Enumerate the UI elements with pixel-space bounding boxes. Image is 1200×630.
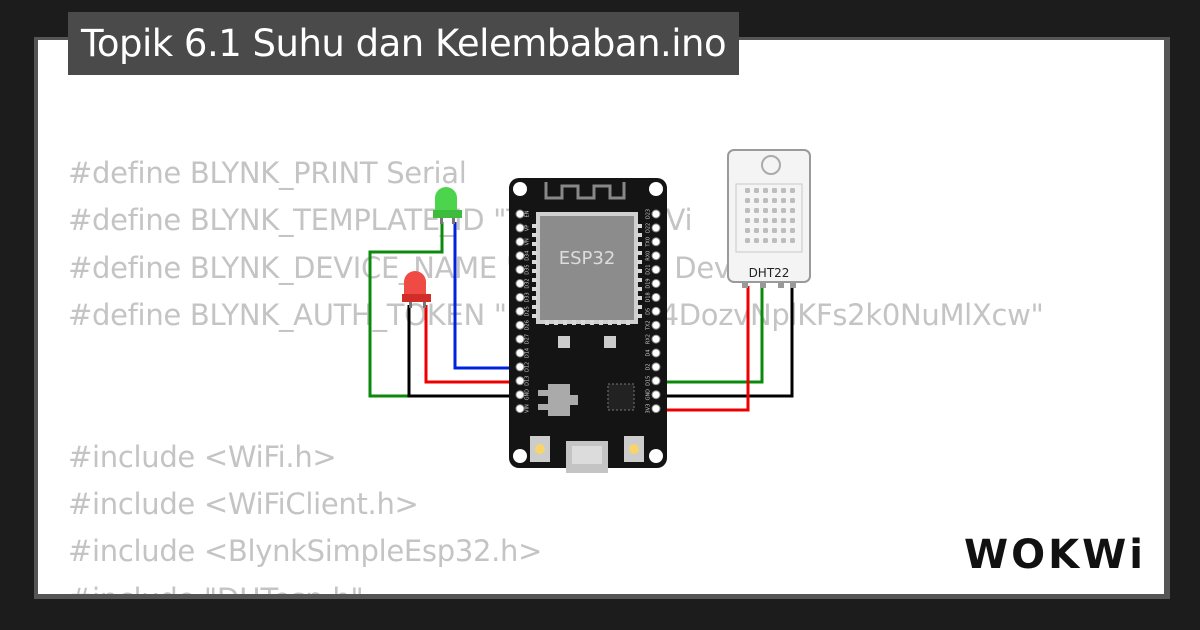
pin-left — [515, 251, 525, 261]
pin-label-right: D5 — [646, 308, 652, 315]
pin-label-left: VP — [525, 225, 531, 231]
pin-left — [515, 320, 525, 330]
project-title: Topik 6.1 Suhu dan Kelembaban.ino — [68, 12, 740, 75]
pin-label-right: D19 — [646, 278, 652, 288]
pin-left — [515, 209, 525, 219]
pin-left — [515, 306, 525, 316]
pin-left — [515, 362, 525, 372]
pin-right — [651, 209, 661, 219]
pin-label-right: 3V3 — [646, 404, 652, 414]
pin-right — [651, 390, 661, 400]
pin-label-right: D2 — [646, 363, 652, 370]
wire-black-led — [407, 305, 520, 398]
pin-right — [651, 265, 661, 275]
pin-label-left: D25 — [525, 306, 531, 316]
sensor-label: DHT22 — [749, 266, 790, 280]
pin-label-left: VIN — [525, 404, 531, 413]
project-card[interactable]: #define BLYNK_PRINT Serial#define BLYNK_… — [38, 40, 1164, 594]
pin-right — [651, 334, 661, 344]
dht22-sensor: DHT22 — [727, 149, 811, 288]
pin-right — [651, 404, 661, 414]
pin-label-right: D15 — [646, 376, 652, 386]
led-red — [402, 271, 431, 308]
circuit-diagram: ESP32 ENVPVND34D35D32D33D25D26D27D14D12D… — [368, 149, 811, 473]
pin-left — [515, 404, 525, 414]
pin-label-left: GND — [525, 389, 531, 401]
wire-dht-data — [660, 286, 764, 384]
pin-label-right: RX2 — [646, 334, 652, 344]
pin-left — [515, 348, 525, 358]
pin-label-right: D22 — [646, 223, 652, 233]
pin-right — [651, 320, 661, 330]
pin-label-left: D12 — [525, 362, 531, 372]
pin-label-left: D32 — [525, 278, 531, 288]
code-line: #include <WiFiClient.h> — [68, 487, 419, 522]
pin-right — [651, 362, 661, 372]
pin-label-right: D23 — [646, 209, 652, 219]
led-green — [433, 187, 462, 224]
pin-label-right: D18 — [646, 292, 652, 302]
pin-label-left: D26 — [525, 320, 531, 330]
pin-right — [651, 348, 661, 358]
pin-right — [651, 251, 661, 261]
board-label: ESP32 — [559, 248, 616, 269]
pin-label-left: D27 — [525, 334, 531, 344]
pin-label-right: TX2 — [646, 320, 652, 331]
pin-label-right: GND — [646, 389, 652, 401]
code-line: #include <BlynkSimpleEsp32.h> — [68, 534, 543, 569]
wire-red-led — [424, 305, 520, 384]
wire-dht-vcc — [660, 286, 750, 412]
pin-right — [651, 376, 661, 386]
pin-label-left: D35 — [525, 264, 531, 274]
pin-left — [515, 265, 525, 275]
pin-left — [515, 292, 525, 302]
code-line: #include "DHTesp.h" — [68, 576, 1044, 594]
pin-label-left: D13 — [525, 376, 531, 386]
pin-left — [515, 390, 525, 400]
pin-label-left: D33 — [525, 292, 531, 302]
pin-label-right: D4 — [646, 349, 652, 356]
code-line: #define BLYNK_PRINT Serial — [68, 156, 467, 190]
pin-left — [515, 334, 525, 344]
pin-label-left: D14 — [525, 348, 531, 358]
pin-label-left: VN — [525, 238, 531, 245]
pin-right — [651, 279, 661, 288]
pin-right — [651, 292, 661, 302]
esp32-board: ESP32 ENVPVND34D35D32D33D25D26D27D14D12D… — [509, 178, 667, 473]
pin-left — [515, 376, 525, 386]
code-preview: #define BLYNK_PRINT Serial#define BLYNK_… — [68, 150, 1044, 594]
pin-left — [515, 223, 525, 233]
pin-right — [651, 223, 661, 233]
pin-right — [651, 237, 661, 247]
pin-label-right: D21 — [646, 264, 652, 274]
wokwi-logo: WOKWi — [964, 532, 1146, 578]
pin-left — [515, 279, 525, 288]
pin-label-right: RX0 — [646, 251, 652, 261]
pin-left — [515, 237, 525, 247]
wire-green-led — [368, 222, 520, 398]
pin-right — [651, 306, 661, 316]
wire-blue-led — [453, 222, 520, 370]
pin-label-left: D34 — [525, 251, 531, 261]
code-line: #include <WiFi.h> — [68, 439, 337, 474]
pin-label-right: TX0 — [646, 237, 652, 248]
pin-label-left: EN — [525, 210, 531, 217]
wire-dht-gnd — [660, 286, 794, 398]
